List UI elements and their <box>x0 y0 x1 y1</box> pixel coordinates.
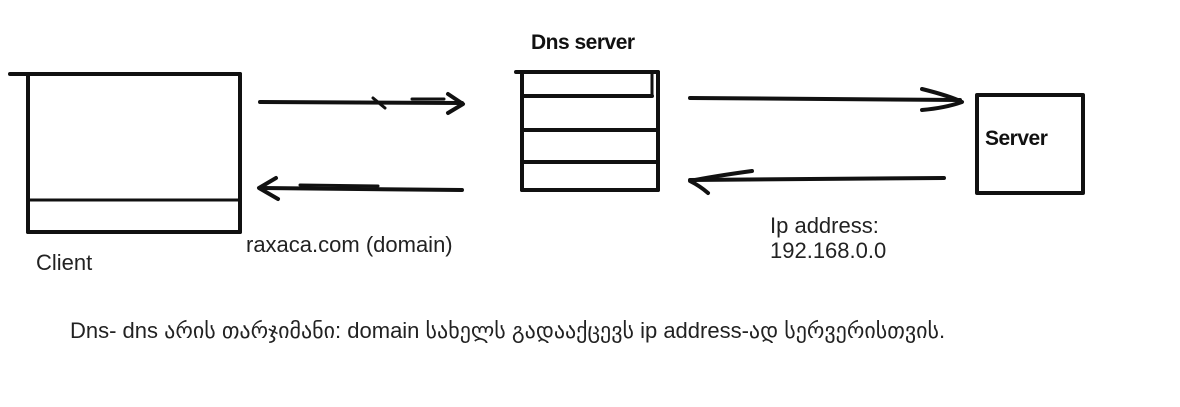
caption-text: Dns- dns არის თარჯიმანი: domain სახელს გ… <box>70 318 946 343</box>
dns-server-label: Dns server <box>531 31 635 54</box>
client-box <box>8 72 242 234</box>
arrow-client-to-dns <box>258 92 465 115</box>
client-label: Client <box>36 250 93 275</box>
arrow-dns-to-server <box>688 87 964 112</box>
ip-address-title: Ip address: <box>770 213 879 238</box>
domain-label: raxaca.com (domain) <box>246 232 453 257</box>
server-label: Server <box>985 127 1048 150</box>
server-box <box>975 93 1085 195</box>
dns-server-rack <box>514 70 660 192</box>
arrow-dns-to-client <box>257 176 464 201</box>
ip-address-value: 192.168.0.0 <box>770 238 887 263</box>
arrow-server-to-dns <box>688 169 946 195</box>
